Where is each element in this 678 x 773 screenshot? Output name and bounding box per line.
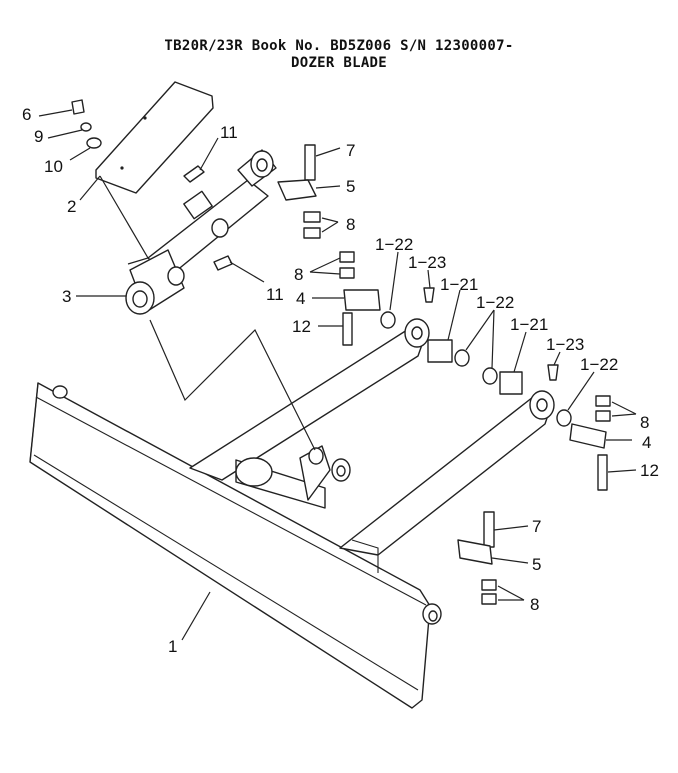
callout-9: 9 <box>34 127 43 146</box>
callout-12-left: 12 <box>292 317 311 336</box>
callout-7-upper: 7 <box>346 141 355 160</box>
callout-8-lower: 8 <box>530 595 539 614</box>
callout-11-lower: 11 <box>266 285 284 304</box>
callout-1-22-a: 1−22 <box>375 235 413 254</box>
callout-labels: 6 9 10 2 11 3 11 7 5 8 1−22 1−23 8 4 12 … <box>22 105 659 656</box>
hydraulic-cylinder <box>95 81 277 315</box>
callout-6: 6 <box>22 105 31 124</box>
dozer-blade <box>29 382 442 709</box>
diagram-header: TB20R/23R Book No. BD5Z006 S/N 12300007-… <box>0 38 678 72</box>
callout-1-22-b: 1−22 <box>476 293 514 312</box>
callout-1-23-a: 1−23 <box>408 253 446 272</box>
callout-8-upper: 8 <box>346 215 355 234</box>
callout-2: 2 <box>67 197 76 216</box>
callout-1-22-c: 1−22 <box>580 355 618 374</box>
callout-1-21-a: 1−21 <box>440 275 478 294</box>
callout-4-right: 4 <box>642 433 651 452</box>
callout-7-lower: 7 <box>532 517 541 536</box>
callout-8-right: 8 <box>640 413 649 432</box>
callout-1-23-b: 1−23 <box>546 335 584 354</box>
callout-1-21-b: 1−21 <box>510 315 548 334</box>
diagram-title: DOZER BLADE <box>290 55 388 71</box>
callout-8-middle: 8 <box>294 265 303 284</box>
callout-10: 10 <box>44 157 63 176</box>
callout-5-upper: 5 <box>346 177 355 196</box>
callout-12-right: 12 <box>640 461 659 480</box>
leader-lines <box>38 109 637 641</box>
callout-3: 3 <box>62 287 71 306</box>
callout-11-upper: 11 <box>220 123 238 142</box>
callout-1: 1 <box>168 637 177 656</box>
callout-4-left: 4 <box>296 289 305 308</box>
callout-5-lower: 5 <box>532 555 541 574</box>
model-book-serial-line: TB20R/23R Book No. BD5Z006 S/N 12300007- <box>164 38 514 54</box>
hardware-parts <box>71 99 611 605</box>
blade-frame <box>189 318 555 573</box>
